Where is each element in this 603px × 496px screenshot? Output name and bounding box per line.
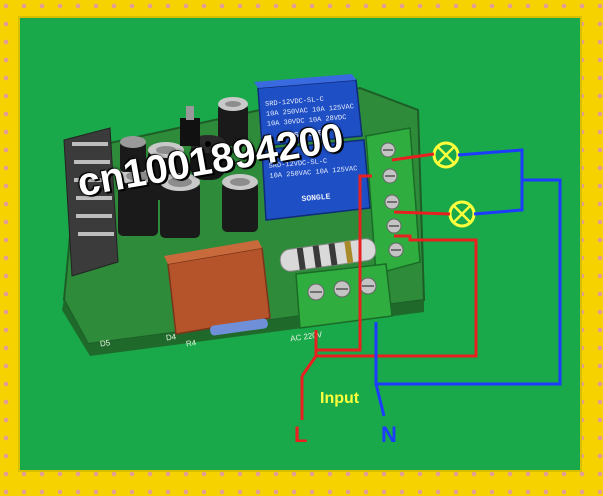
line-wiring (300, 152, 478, 420)
line-label: L (294, 422, 308, 447)
capacitor (218, 97, 248, 146)
input-label: Input (320, 390, 360, 407)
lamp-1 (432, 141, 460, 169)
neutral-label: N (381, 422, 397, 447)
capacitors (118, 97, 258, 238)
terminal-screw (388, 242, 404, 258)
terminal-screw (382, 168, 398, 184)
terminal-screw (386, 218, 402, 234)
capacitor (120, 136, 146, 172)
neutral-wiring (374, 148, 562, 417)
x-capacitor (164, 240, 271, 335)
capacitor (160, 173, 200, 238)
silk-d4: D4 (165, 332, 177, 342)
lamp-2 (448, 200, 476, 228)
small-resistor (210, 318, 268, 336)
capacitor (222, 174, 258, 232)
pin-header (63, 127, 119, 277)
input-terminal-block (295, 263, 393, 329)
relay-bottom-brand: SONGLE (301, 193, 331, 204)
relay-top-brand: SONGLE (294, 129, 324, 140)
relay-top: SRD-12VDC-SL-C 10A 250VAC 10A 125VAC 10A… (254, 74, 363, 147)
transistor (180, 106, 200, 146)
silk-r4: R4 (185, 338, 197, 348)
terminal-screw (384, 194, 400, 210)
silk-d5: D5 (99, 338, 111, 348)
relay-bottom: SRD-12VDC-SL-C 10A 250VAC 10A 125VAC SON… (261, 139, 371, 221)
silk-ac-input: AC 220V (290, 330, 324, 343)
terminal-screw (380, 142, 396, 158)
power-resistor (279, 238, 377, 272)
